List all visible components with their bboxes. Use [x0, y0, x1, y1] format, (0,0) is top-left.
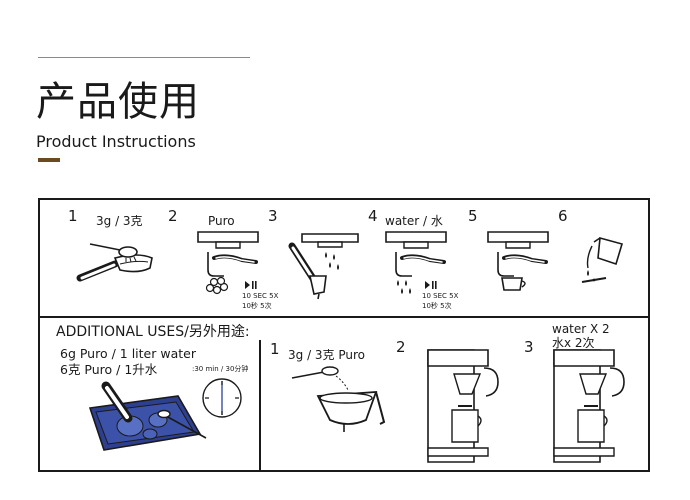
step-1-portafilter-scoop-icon — [60, 228, 160, 298]
step-4-play-pause-icon — [425, 281, 437, 289]
step-6-number: 6 — [558, 207, 568, 225]
soak-tray-icon — [82, 378, 242, 460]
step-4-number: 4 — [368, 207, 378, 225]
additional-uses-title: ADDITIONAL USES/另外用途: — [56, 324, 250, 340]
step-3-rinse-icon — [286, 232, 366, 302]
step-4-label: water / 水 — [385, 214, 443, 228]
machine-step-1-label: 3g / 3克 Puro — [288, 348, 366, 362]
step-2-label: Puro — [208, 214, 235, 228]
step-2-number: 2 — [168, 207, 178, 225]
accent-bar — [38, 158, 60, 162]
step-4-timer: 10 SEC 5X — [422, 292, 459, 300]
machine-step-3-number: 3 — [524, 338, 534, 356]
instruction-panel — [38, 198, 650, 472]
top-rule — [38, 57, 250, 58]
machine-step-2-number: 2 — [396, 338, 406, 356]
additional-divider — [259, 340, 261, 470]
soak-dose-cn: 6克 Puro / 1升水 — [60, 362, 158, 377]
page-title-en: Product Instructions — [36, 132, 196, 151]
machine-step-1-number: 1 — [270, 340, 280, 358]
step-1-label: 3g / 3克 — [96, 214, 143, 228]
step-5-brew-cup-icon — [486, 230, 556, 294]
machine-step-3-label-en: water X 2 — [552, 322, 610, 336]
step-2-timer: 10 SEC 5X — [242, 292, 279, 300]
page-title-cn: 产品使用 — [36, 79, 200, 125]
step-2-play-pause-icon — [245, 281, 257, 289]
step-4-timer-cn: 10秒 5次 — [422, 302, 452, 310]
machine-step-1-filter-basket-icon — [288, 362, 398, 442]
machine-step-2-coffee-machine-icon — [424, 346, 506, 466]
step-1-number: 1 — [68, 207, 78, 225]
step-4-group-head-water-icon — [384, 230, 454, 294]
step-2-group-head-icon — [196, 230, 266, 300]
step-5-number: 5 — [468, 207, 478, 225]
machine-step-3-coffee-machine-icon — [550, 346, 632, 466]
step-6-pour-cup-icon — [578, 234, 628, 290]
soak-dose-en: 6g Puro / 1 liter water — [60, 346, 196, 361]
step-2-timer-cn: 10秒 5次 — [242, 302, 272, 310]
soak-duration: :30 min / 30分钟 — [192, 365, 249, 373]
step-3-number: 3 — [268, 207, 278, 225]
machine-step-3-label-cn: 水x 2次 — [552, 336, 595, 350]
panel-divider — [40, 316, 648, 318]
clock-icon — [200, 376, 244, 420]
